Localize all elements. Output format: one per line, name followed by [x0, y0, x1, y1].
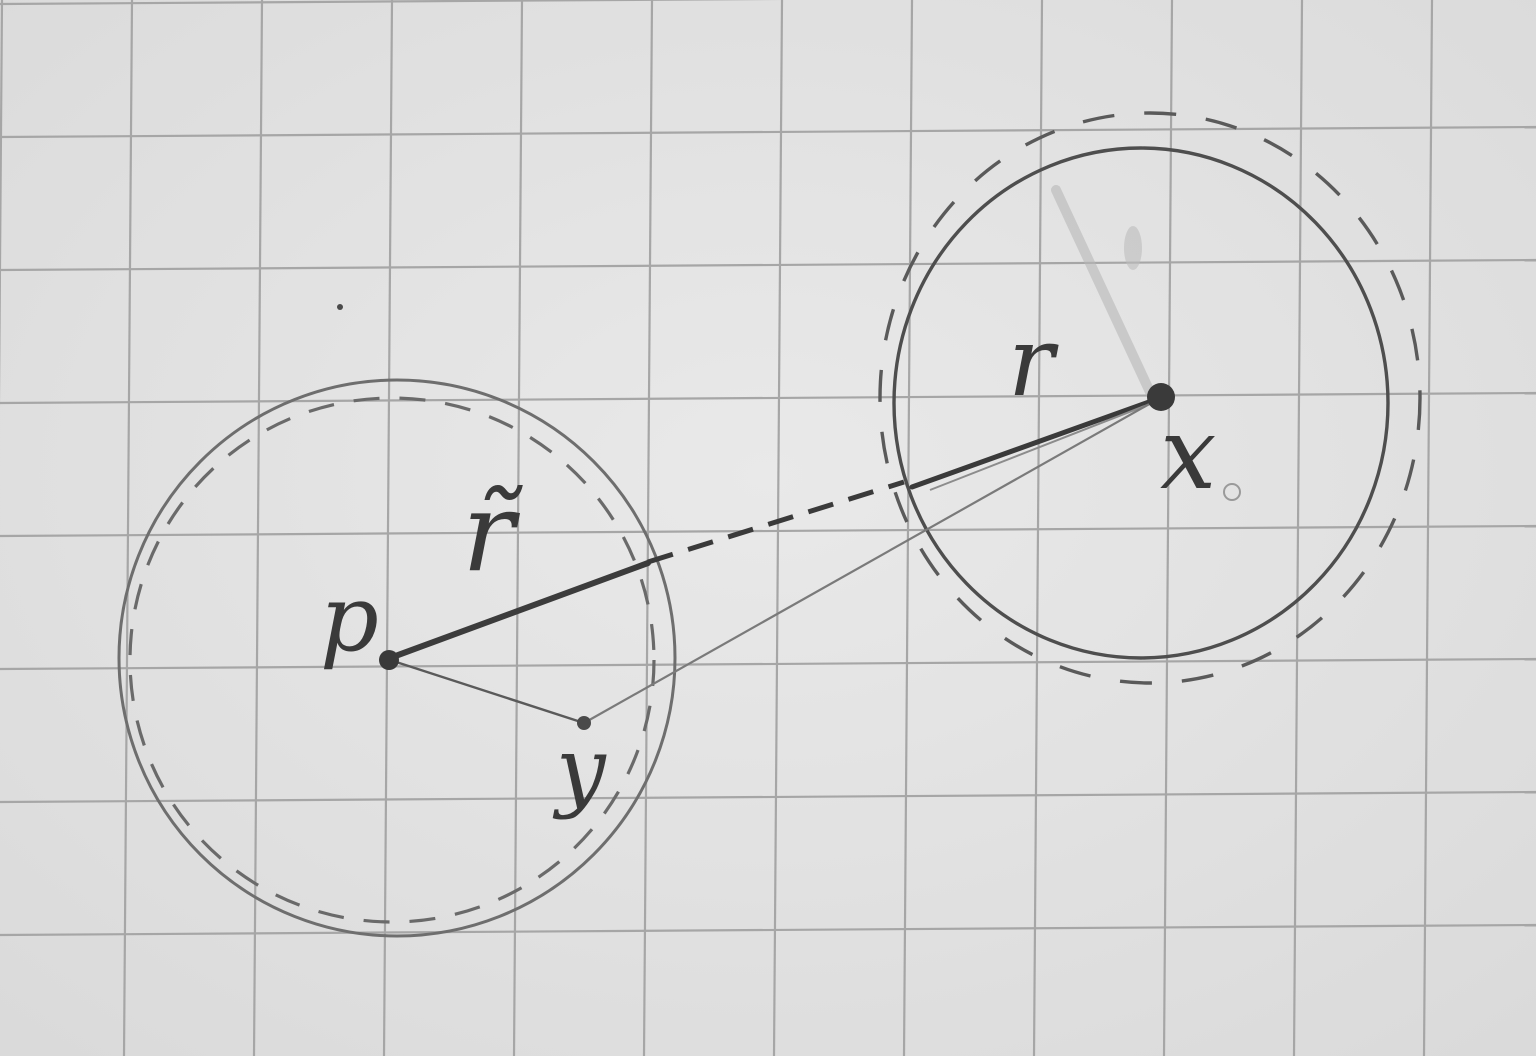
grid-vertical-line — [122, 0, 134, 1056]
grid-horizontal-line — [0, 790, 1536, 804]
grid-horizontal-line — [0, 258, 1536, 272]
grid-horizontal-line — [0, 657, 1536, 671]
line-p-y — [389, 658, 585, 725]
radius-line-p — [387, 560, 651, 661]
grid-horizontal-line — [0, 923, 1536, 937]
right-circle — [892, 146, 1390, 660]
left-dashed-circle — [128, 396, 656, 924]
right-dashed-circle — [878, 111, 1422, 685]
grid-vertical-line — [1032, 0, 1044, 1056]
smudge-mark — [1124, 226, 1142, 270]
grid-vertical-line — [642, 0, 654, 1056]
radius-line-x — [909, 395, 1163, 490]
grid-horizontal-line — [0, 391, 1536, 405]
label-p: p — [320, 565, 379, 672]
stray-dot-1 — [337, 304, 343, 310]
grid-vertical-line — [0, 0, 4, 410]
line-y-x — [583, 397, 1161, 724]
grid-vertical-line — [252, 0, 264, 1056]
stray-dot-2 — [1223, 483, 1241, 501]
grid-vertical-line — [1422, 0, 1434, 1056]
point-y — [577, 716, 591, 730]
grid-horizontal-line — [0, 524, 1536, 538]
grid-vertical-line — [382, 0, 394, 1056]
grid-vertical-line — [772, 0, 784, 1056]
grid-vertical-line — [512, 0, 524, 1056]
smudge-line — [1051, 185, 1155, 397]
dashed-connector — [647, 479, 905, 565]
grid-vertical-line — [902, 0, 914, 1056]
grid-horizontal-line — [0, 125, 1536, 139]
left-circle — [117, 378, 677, 938]
grid-horizontal-line — [0, 0, 784, 6]
label-r-tilde: r̃ — [462, 468, 523, 596]
label-y: y — [552, 718, 607, 821]
faint-line-1 — [929, 399, 1161, 491]
label-r: r — [1008, 306, 1059, 418]
point-p — [379, 650, 399, 670]
label-x: x — [1160, 395, 1216, 512]
point-x — [1147, 383, 1175, 411]
